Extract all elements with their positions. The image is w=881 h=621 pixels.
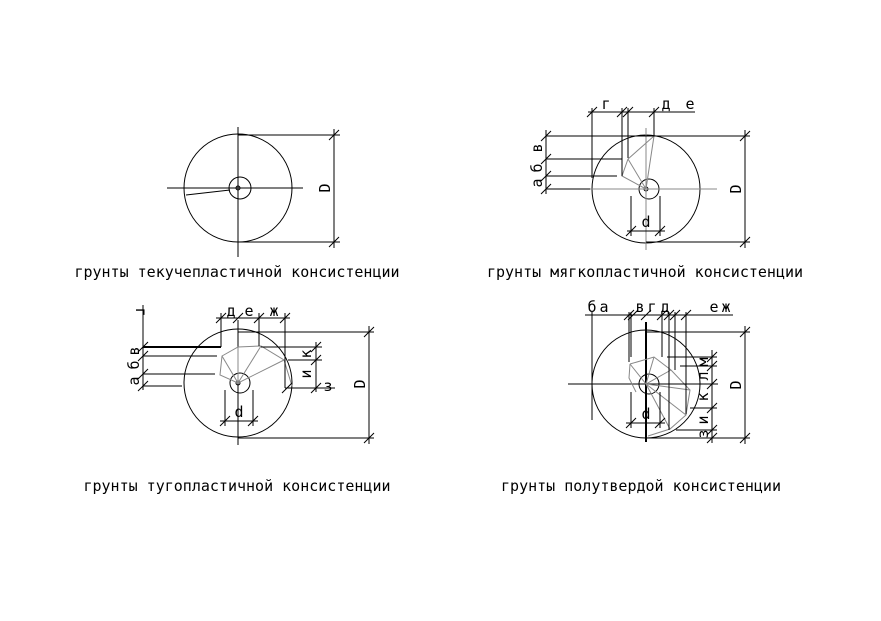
dimension-D: D — [238, 326, 375, 444]
dim-label: г — [132, 307, 150, 316]
dimension-top: г д е — [586, 95, 695, 178]
dim-label: в — [528, 143, 546, 152]
dimension-d: d — [625, 392, 666, 429]
diagram-semi-solid: б а в г д е ж м л к и з d D грунты полут… — [501, 298, 781, 495]
dimension-d: d — [625, 196, 666, 237]
dim-label: з — [694, 429, 712, 438]
dim-label: е — [244, 302, 253, 320]
dim-label: б — [587, 298, 596, 316]
dim-label: D — [727, 380, 745, 389]
caption: грунты тугопластичной консистенции — [83, 477, 390, 495]
dimension-top: б а в г д е ж — [585, 298, 733, 430]
dim-label: D — [351, 379, 369, 388]
dim-label: d — [234, 403, 243, 421]
slip-polygon — [219, 345, 293, 387]
dim-label: д — [660, 298, 669, 316]
dimension-D: D — [238, 129, 340, 248]
dim-label: в — [125, 346, 143, 355]
caption: грунты текучепластичной консистенции — [74, 263, 399, 281]
diagram-soft-plastic: г д е в б а d D грунты мягкопластичной к… — [487, 95, 803, 281]
dim-label: а — [599, 298, 608, 316]
caption: грунты мягкопластичной консистенции — [487, 263, 803, 281]
dim-label: з — [323, 377, 332, 395]
dim-label: D — [727, 184, 745, 193]
dim-label: d — [641, 405, 650, 423]
dim-label: к — [297, 349, 315, 358]
dim-label: к — [694, 392, 712, 401]
slip-polygon — [621, 134, 655, 190]
caption: грунты полутвердой консистенции — [501, 477, 781, 495]
dimension-left: г в б а — [125, 305, 221, 392]
dimension-D: D — [646, 326, 751, 444]
dim-label: а — [125, 376, 143, 385]
dimension-right: к и з — [261, 341, 335, 395]
dim-label: ж — [269, 302, 278, 320]
sector-line — [185, 189, 231, 196]
dim-label: и — [694, 415, 712, 424]
dim-label: б — [528, 163, 546, 172]
dimension-left: в б а — [528, 130, 654, 195]
dim-label: г — [601, 95, 610, 113]
dim-label: е — [709, 298, 718, 316]
dim-label: г — [647, 298, 656, 316]
dimension-d: d — [219, 390, 259, 427]
dim-label: б — [125, 360, 143, 369]
dim-label: ж — [721, 298, 730, 316]
dimension-top: д е ж — [215, 302, 291, 388]
dim-label: а — [528, 178, 546, 187]
dim-label: d — [641, 213, 650, 231]
dim-label: д — [661, 95, 670, 113]
diagram-stiff-plastic: д е ж г в б а к и з d D грунты т — [83, 302, 390, 495]
dim-label: л — [694, 371, 712, 380]
inner-circle — [229, 372, 251, 394]
dim-label: е — [685, 95, 694, 113]
dimension-right: м л к и з — [667, 350, 718, 444]
dim-label: д — [226, 302, 235, 320]
dimension-D: D — [646, 130, 751, 248]
diagram-fluid-plastic: D грунты текучепластичной консистенции — [74, 127, 400, 281]
dim-label-D: D — [316, 183, 334, 192]
dim-label: м — [694, 357, 712, 366]
dim-label: и — [297, 369, 315, 378]
dim-label: в — [635, 298, 644, 316]
